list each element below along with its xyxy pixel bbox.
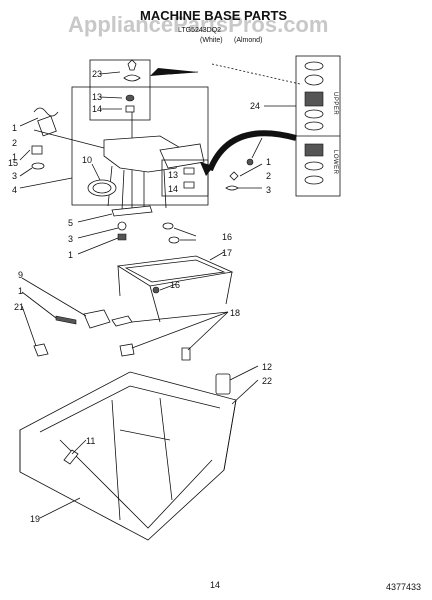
cam-parts-box [89,59,151,121]
callout-23: 23 [92,69,102,79]
clamp-9 [83,309,111,329]
seal-ring-10 [87,179,117,197]
callout-3-left: 3 [12,171,17,181]
callout-5: 5 [68,218,73,228]
callout-2-right: 2 [266,171,271,181]
callout-17: 17 [222,248,232,258]
clip-5 [111,205,153,217]
callout-10: 10 [82,155,92,165]
color-white: (White) [200,37,223,44]
callout-3-right: 3 [266,185,271,195]
callout-16-top: 16 [222,232,232,242]
assembly-box-right [161,159,209,197]
bracket-18b [119,343,135,357]
leader-lines [19,71,296,519]
frame-support [117,265,233,323]
cam-part-23a [127,59,137,71]
callout-11: 11 [86,436,95,446]
part-1-right [246,158,254,166]
callout-1-right: 1 [266,157,271,167]
left-bushing-15 [31,145,43,155]
model-number: LTG5243DQ2 [178,27,221,34]
grommet-16c [152,286,160,294]
washer-3-mid [117,221,127,231]
curved-arrow [207,130,297,172]
callout-1-lower: 1 [18,286,23,296]
cam-gear-stack-lower [304,143,324,185]
screw-1-mid [117,233,127,241]
callout-14-top: 14 [92,104,102,114]
page-number: 14 [210,580,220,590]
part-3-right [225,185,239,191]
left-washer-3 [31,162,45,170]
drive-bracket [159,143,205,169]
left-spring-2 [33,107,59,117]
callout-21: 21 [14,302,24,312]
callout-1-left-b: 1 [12,152,17,162]
grommet-16b [168,236,180,244]
callout-13-right: 13 [168,170,178,180]
watermark: AppliancePartsPros.com [68,12,328,37]
cam-part-14 [125,105,135,113]
callout-4: 4 [12,185,17,195]
callout-9: 9 [18,270,23,280]
side-panel-24 [295,55,341,197]
callout-16-mid: 16 [170,280,180,290]
callout-1-mid: 1 [68,250,73,260]
callout-13-top: 13 [92,92,102,102]
grommet-16a [162,222,174,230]
cam-part-23b [123,74,141,82]
part-number: 4377433 [386,582,421,592]
cam-part-13 [125,94,135,102]
bracket-18a [111,315,133,327]
bolt-1-left [55,315,77,325]
callout-24: 24 [250,101,260,111]
label-upper: UPPER [332,92,338,115]
callout-3-mid: 3 [68,234,73,244]
color-almond: (Almond) [234,37,262,44]
callout-12: 12 [262,362,272,372]
left-bracket [37,115,57,137]
bracket-18c [181,347,191,361]
diagram-title: MACHINE BASE PARTS [140,8,287,23]
callout-14-right: 14 [168,184,178,194]
label-lower: LOWER [332,150,338,175]
clip-21 [33,343,49,357]
machine-base-19 [19,371,237,541]
pointer-arrow [150,68,198,76]
cam-gear-stack-upper [304,61,324,131]
callout-labels: 23 13 14 24 1 2 1 15 3 10 4 13 14 1 2 3 … [8,69,272,524]
assembly-box-upper [71,86,209,206]
part-2-right [229,171,239,181]
clip-11 [63,449,79,465]
callout-1-left-a: 1 [12,123,17,133]
leveling-leg-12 [215,373,231,395]
callout-19: 19 [30,514,40,524]
callout-15: 15 [8,158,18,168]
callout-18: 18 [230,308,240,318]
callout-2-left: 2 [12,138,17,148]
callout-22: 22 [262,376,272,386]
